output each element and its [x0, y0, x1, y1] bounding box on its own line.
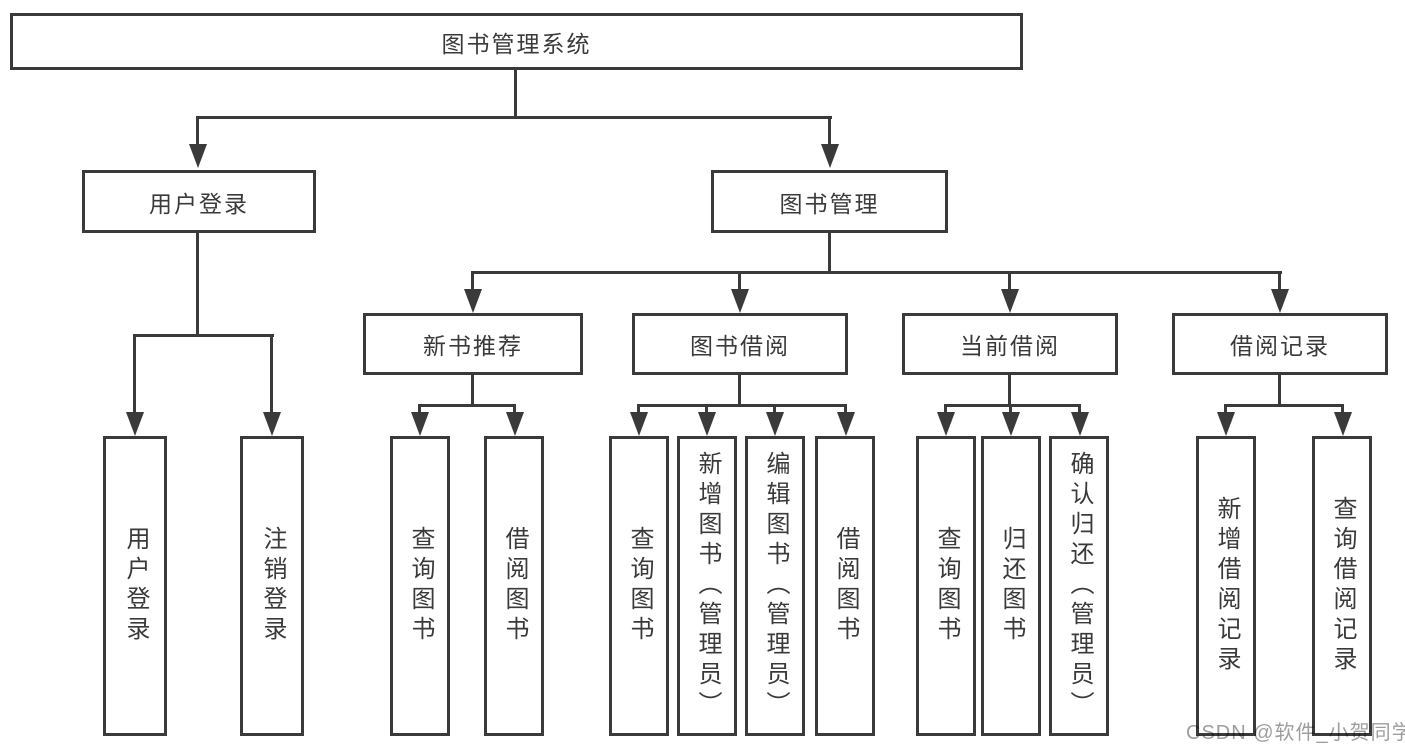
- connector-drop-query3: [944, 404, 947, 414]
- connector-root-stem: [514, 70, 517, 117]
- arrow-to-add-books: [698, 412, 716, 436]
- connector-borrow-records-stem: [1278, 375, 1281, 407]
- connector-user-login-hbar: [133, 334, 274, 337]
- connector-drop-add-books: [705, 404, 708, 414]
- node-leaf-confirm-return-admin: 确认归还（管理员）: [1049, 436, 1109, 736]
- connector-new-book-stem: [471, 375, 474, 407]
- node-user-login: 用户登录: [82, 170, 316, 233]
- arrow-to-confirm-return: [1071, 412, 1089, 436]
- node-leaf-query-books-3: 查询图书: [916, 436, 976, 736]
- arrow-to-query1: [411, 412, 429, 436]
- arrow-to-leaf-logout: [263, 412, 281, 436]
- connector-drop-confirm-return: [1078, 404, 1081, 414]
- arrow-to-edit-books: [766, 412, 784, 436]
- arrow-to-query3: [937, 412, 955, 436]
- connector-current-borrow-stem: [1008, 375, 1011, 407]
- arrow-to-leaf-user-login: [126, 412, 144, 436]
- connector-drop-edit-books: [773, 404, 776, 414]
- node-leaf-borrow-books-2: 借阅图书: [815, 436, 875, 736]
- arrow-to-query-record: [1334, 412, 1352, 436]
- node-book-borrow: 图书借阅: [632, 313, 848, 375]
- node-root-label: 图书管理系统: [441, 30, 592, 57]
- node-leaf-borrow-books-1: 借阅图书: [484, 436, 544, 736]
- connector-drop-new-book: [471, 271, 474, 291]
- node-leaf-add-borrow-record: 新增借阅记录: [1196, 436, 1256, 736]
- node-leaf-user-login-label: 用户登录: [122, 526, 149, 646]
- connector-drop-borrow1: [513, 404, 516, 414]
- node-root: 图书管理系统: [10, 13, 1023, 70]
- node-borrow-records-label: 借阅记录: [1230, 333, 1330, 359]
- connector-borrow-records-hbar: [1224, 404, 1344, 407]
- connector-level3-hbar: [471, 271, 1282, 274]
- connector-new-book-hbar: [418, 404, 516, 407]
- node-book-borrow-label: 图书借阅: [690, 333, 790, 359]
- node-leaf-logout-label: 注销登录: [259, 526, 286, 646]
- node-leaf-borrow-books-1-label: 借阅图书: [501, 526, 528, 646]
- node-leaf-logout: 注销登录: [240, 436, 304, 736]
- node-book-management-label: 图书管理: [779, 190, 880, 217]
- connector-drop-borrow2: [844, 404, 847, 414]
- connector-drop-current-borrow: [1008, 271, 1011, 291]
- node-leaf-query-books-1-label: 查询图书: [407, 526, 434, 646]
- connector-drop-borrow-records: [1278, 271, 1281, 291]
- connector-drop-leaf-user-login: [133, 334, 136, 412]
- node-current-borrow-label: 当前借阅: [960, 333, 1060, 359]
- arrow-to-book-borrow: [731, 289, 749, 313]
- arrow-to-borrow-records: [1271, 289, 1289, 313]
- node-leaf-return-books: 归还图书: [981, 436, 1041, 736]
- connector-root-hbar: [197, 116, 832, 119]
- node-leaf-query-books-3-label: 查询图书: [933, 526, 960, 646]
- arrow-to-new-book: [464, 289, 482, 313]
- node-leaf-edit-books-admin: 编辑图书（管理员）: [745, 436, 805, 736]
- node-book-management: 图书管理: [711, 170, 948, 233]
- connector-drop-leaf-logout: [270, 334, 273, 412]
- node-user-login-label: 用户登录: [149, 190, 249, 217]
- arrow-to-user-login: [189, 144, 207, 168]
- node-leaf-add-borrow-record-label: 新增借阅记录: [1213, 496, 1240, 676]
- node-leaf-confirm-return-admin-label: 确认归还（管理员）: [1066, 451, 1093, 721]
- connector-book-borrow-hbar: [637, 404, 847, 407]
- connector-drop-return-books: [1009, 404, 1012, 414]
- connector-drop-book-management: [828, 116, 831, 144]
- connector-current-borrow-hbar: [944, 404, 1081, 407]
- connector-drop-add-record: [1224, 404, 1227, 414]
- connector-drop-user-login: [196, 116, 199, 144]
- connector-drop-query1: [418, 404, 421, 414]
- node-new-book-recommend: 新书推荐: [363, 313, 583, 375]
- arrow-to-borrow1: [506, 412, 524, 436]
- node-new-book-recommend-label: 新书推荐: [423, 333, 523, 359]
- node-leaf-query-books-2: 查询图书: [609, 436, 669, 736]
- node-leaf-edit-books-admin-label: 编辑图书（管理员）: [762, 451, 789, 721]
- node-leaf-add-books-admin: 新增图书（管理员）: [677, 436, 737, 736]
- connector-drop-query-record: [1341, 404, 1344, 414]
- arrow-to-query2: [630, 412, 648, 436]
- arrow-to-current-borrow: [1001, 289, 1019, 313]
- arrow-to-book-management: [821, 144, 839, 168]
- connector-user-login-stem: [196, 233, 199, 336]
- connector-book-borrow-stem: [738, 375, 741, 407]
- connector-drop-book-borrow: [738, 271, 741, 291]
- node-borrow-records: 借阅记录: [1172, 313, 1388, 375]
- connector-drop-query2: [637, 404, 640, 414]
- node-leaf-query-books-2-label: 查询图书: [626, 526, 653, 646]
- node-leaf-return-books-label: 归还图书: [998, 526, 1025, 646]
- node-leaf-query-borrow-record: 查询借阅记录: [1312, 436, 1372, 736]
- node-current-borrow: 当前借阅: [902, 313, 1118, 375]
- node-leaf-add-books-admin-label: 新增图书（管理员）: [694, 451, 721, 721]
- arrow-to-borrow2: [837, 412, 855, 436]
- node-leaf-borrow-books-2-label: 借阅图书: [832, 526, 859, 646]
- node-leaf-query-books-1: 查询图书: [390, 436, 450, 736]
- arrow-to-return-books: [1002, 412, 1020, 436]
- watermark: CSDN @软件_小贺同学: [1186, 722, 1405, 744]
- node-leaf-user-login: 用户登录: [103, 436, 167, 736]
- node-leaf-query-borrow-record-label: 查询借阅记录: [1329, 496, 1356, 676]
- arrow-to-add-record: [1217, 412, 1235, 436]
- connector-book-management-stem: [828, 233, 831, 273]
